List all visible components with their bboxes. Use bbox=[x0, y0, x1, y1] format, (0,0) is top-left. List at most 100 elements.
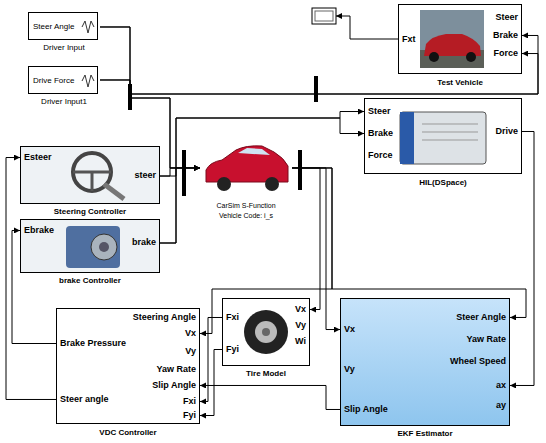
port-label: Wheel Speed bbox=[450, 356, 506, 367]
tire-hub bbox=[262, 328, 270, 336]
port-label: Fyi bbox=[226, 344, 239, 355]
port-label: Drive bbox=[495, 126, 518, 137]
signal-connector bbox=[160, 168, 200, 176]
steering-column bbox=[104, 184, 124, 199]
hil-vent bbox=[422, 140, 478, 141]
block-caption: EKF Estimator bbox=[397, 428, 452, 439]
port-label: Steer bbox=[495, 12, 518, 23]
port-label: Steer Angle bbox=[33, 21, 74, 32]
car-wheel bbox=[217, 177, 231, 191]
signal-icon bbox=[82, 75, 94, 87]
port-label: Fxt bbox=[402, 34, 416, 45]
port-label: Ebrake bbox=[24, 225, 54, 236]
signal-connector bbox=[100, 27, 538, 94]
port-label: Esteer bbox=[24, 152, 52, 163]
signal-connector bbox=[200, 385, 340, 409]
signal-connector bbox=[160, 112, 364, 177]
signal-connector bbox=[510, 131, 534, 385]
block-caption: Driver Input bbox=[43, 42, 84, 53]
port-label: Fyi bbox=[183, 410, 196, 421]
port-label: Slip Angle bbox=[152, 380, 196, 391]
tire-rim bbox=[255, 321, 277, 343]
brake-controller-block: Ebrake brake brake Controller bbox=[20, 219, 160, 287]
port-label: Slip Angle bbox=[344, 404, 388, 415]
block-caption: Test Vehicle bbox=[437, 77, 483, 88]
port-label: Vy bbox=[185, 346, 196, 357]
signal-source-block: Steer AngleDriver Input bbox=[28, 12, 100, 54]
block-caption: CarSim S-Function bbox=[216, 200, 275, 211]
port-label: Yaw Rate bbox=[156, 364, 196, 375]
mux-bar bbox=[182, 150, 186, 196]
block-caption: Steering Controller bbox=[54, 206, 126, 217]
port-label: steer bbox=[134, 170, 156, 181]
port-label: Steer bbox=[368, 106, 391, 117]
block-caption: Tire Model bbox=[246, 368, 286, 379]
port-label: Force bbox=[493, 48, 518, 59]
port-label: Brake bbox=[493, 30, 518, 41]
demux-bar bbox=[298, 150, 302, 190]
car-wheel bbox=[265, 177, 279, 191]
hil-panel bbox=[400, 112, 414, 164]
car-body bbox=[206, 146, 288, 182]
block-caption: brake Controller bbox=[59, 275, 121, 286]
port-label: Brake bbox=[368, 128, 393, 139]
steering-spoke bbox=[91, 172, 94, 191]
signal-connector bbox=[12, 230, 56, 343]
hil-vent bbox=[422, 132, 478, 133]
port-label: ay bbox=[496, 400, 506, 411]
car-wheel bbox=[466, 52, 476, 62]
signal-connector bbox=[292, 168, 320, 310]
controller-block: Steering AngleVxVyYaw RateSlip AngleFxiF… bbox=[56, 308, 200, 440]
brake-unit bbox=[66, 226, 120, 268]
car-wheel bbox=[429, 52, 439, 62]
signal-wire bbox=[200, 350, 222, 416]
port-label: Steering Angle bbox=[133, 312, 196, 323]
block-caption: HIL(DSpace) bbox=[419, 177, 467, 188]
block-caption: Vehicle Code: i_s bbox=[219, 210, 273, 221]
signal-connector bbox=[160, 168, 200, 243]
block-caption: VDC Controller bbox=[99, 427, 156, 438]
tire bbox=[244, 310, 288, 354]
port-label: Yaw Rate bbox=[466, 334, 506, 345]
signal-connector bbox=[6, 158, 56, 400]
port-label: ax bbox=[496, 380, 506, 391]
port-label: brake bbox=[132, 237, 156, 248]
port-label: Vx bbox=[344, 324, 355, 335]
vehicle-model-block: CarSim S-FunctionVehicle Code: i_s bbox=[200, 140, 292, 224]
port-label: Vy bbox=[295, 320, 306, 331]
scope-symbol bbox=[312, 8, 336, 24]
brake-disc bbox=[91, 234, 117, 260]
hil-vent bbox=[422, 124, 478, 125]
signal-icon bbox=[82, 21, 94, 33]
photo-ground bbox=[420, 10, 484, 68]
port-label: Brake Pressure bbox=[60, 338, 126, 349]
hil-block: SteerBrakeForce DriveHIL(DSpace) bbox=[364, 98, 522, 190]
signal-connector bbox=[200, 168, 332, 334]
tire-model-block: FxiFyi VxVyWiTire Model bbox=[222, 298, 310, 382]
picture-ground bbox=[21, 220, 159, 272]
scope-wire bbox=[336, 16, 398, 39]
port-label: Steer angle bbox=[60, 394, 109, 405]
estimator-block: Steer AngleYaw RateWheel Speed ax ay VxVySl… bbox=[340, 298, 510, 440]
port-label: Fxi bbox=[183, 396, 196, 407]
picture-ground bbox=[21, 147, 159, 203]
car-window bbox=[238, 148, 270, 155]
hil-device bbox=[400, 112, 486, 164]
scope-screen bbox=[315, 11, 333, 21]
port-label: Vx bbox=[185, 328, 196, 339]
block-caption: Driver Input1 bbox=[41, 96, 87, 107]
port-label: Wi bbox=[295, 336, 306, 347]
signal-connector bbox=[160, 118, 364, 243]
signal-connector bbox=[100, 80, 200, 168]
port-label: Fxi bbox=[226, 312, 239, 323]
mux-bar bbox=[314, 76, 318, 102]
port-label: Force bbox=[368, 150, 393, 161]
test-vehicle-block: Fxt SteerBrakeForceTest Vehicle bbox=[398, 4, 522, 90]
signal-connector bbox=[200, 317, 222, 401]
signal-source-block: Drive ForceDriver Input1 bbox=[28, 66, 100, 110]
port-label: Drive Force bbox=[33, 75, 74, 86]
port-label: Vy bbox=[344, 364, 355, 375]
port-label: Vx bbox=[295, 304, 306, 315]
steering-controller-block: Esteer steerSteering Controller bbox=[20, 146, 160, 218]
port-label: Steer Angle bbox=[456, 312, 506, 323]
